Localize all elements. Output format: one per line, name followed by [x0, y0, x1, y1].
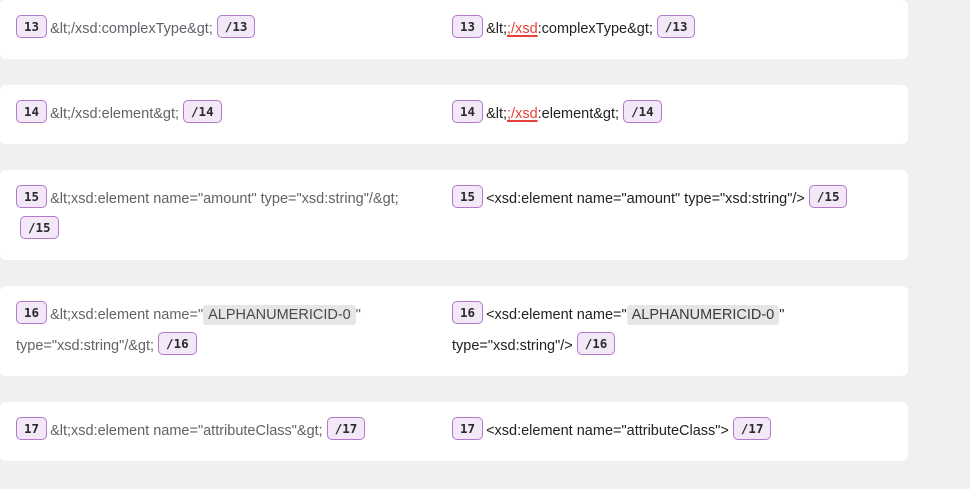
line-number-badge[interactable]: 17 [452, 417, 484, 440]
code-line: &lt;;/xsd:complexType&gt; [486, 21, 653, 37]
diff-pane-left: 13&lt;/xsd:complexType&gt;/13 [0, 0, 446, 59]
line-marker-badge[interactable]: /17 [732, 417, 772, 440]
code-line: &lt;/xsd:complexType&gt; [50, 21, 213, 37]
line-marker-badge[interactable]: /15 [20, 216, 59, 239]
line-marker-badge[interactable]: /17 [326, 417, 366, 440]
code-line: <xsd:element name="ALPHANUMERICID-0" typ… [452, 305, 784, 354]
deleted-token: ;/xsd [507, 21, 538, 37]
line-marker-badge[interactable]: /16 [576, 332, 616, 355]
code-text-segment: :complexType&gt; [537, 21, 653, 37]
line-marker-badge[interactable]: /13 [656, 15, 696, 38]
diff-pane-left: 16&lt;xsd:element name="ALPHANUMERICID-0… [0, 286, 446, 376]
code-text-segment: &lt;xsd:element name="attributeClass"&gt… [50, 423, 323, 439]
diff-pane-right: 16<xsd:element name="ALPHANUMERICID-0" t… [446, 286, 908, 376]
diff-pane-left: 15&lt;xsd:element name="amount" type="xs… [0, 170, 446, 260]
code-text-segment: " type="xsd:string"/> [452, 307, 785, 354]
code-text-segment: &lt; [486, 106, 508, 122]
code-text-segment: &lt; [486, 21, 508, 37]
line-marker-badge[interactable]: /13 [216, 15, 256, 38]
diff-row[interactable]: 15&lt;xsd:element name="amount" type="xs… [0, 170, 908, 260]
code-line: &lt;xsd:element name="amount" type="xsd:… [50, 191, 399, 207]
diff-pane-left: 14&lt;/xsd:element&gt;/14 [0, 85, 446, 144]
code-line: &lt;xsd:element name="ALPHANUMERICID-0" … [16, 305, 361, 354]
line-number-badge[interactable]: 14 [452, 100, 484, 123]
code-text-segment: <xsd:element name=" [486, 307, 627, 323]
deleted-token: ;/xsd [507, 106, 538, 122]
diff-row[interactable]: 17&lt;xsd:element name="attributeClass"&… [0, 402, 908, 461]
code-line: <xsd:element name="amount" type="xsd:str… [486, 191, 805, 207]
line-number-badge[interactable]: 14 [16, 100, 48, 123]
line-number-badge[interactable]: 15 [16, 185, 48, 208]
code-line: &lt;xsd:element name="attributeClass"&gt… [50, 423, 323, 439]
code-line: &lt;;/xsd:element&gt; [486, 106, 619, 122]
code-text-segment: &lt;xsd:element name="amount" type="xsd:… [50, 191, 399, 207]
code-text-segment: " type="xsd:string"/&gt; [16, 307, 361, 354]
line-marker-badge[interactable]: /15 [808, 185, 848, 208]
placeholder-token: ALPHANUMERICID-0 [626, 305, 780, 325]
diff-pane-right: 14&lt;;/xsd:element&gt;/14 [446, 85, 908, 144]
line-marker-badge[interactable]: /16 [158, 332, 197, 355]
code-text-segment: <xsd:element name="attributeClass"> [486, 423, 729, 439]
code-text-segment: &lt;xsd:element name=" [50, 307, 204, 323]
code-text-segment: &lt;/xsd:complexType&gt; [50, 21, 213, 37]
diff-pane-right: 15<xsd:element name="amount" type="xsd:s… [446, 170, 908, 229]
placeholder-token: ALPHANUMERICID-0 [203, 305, 356, 325]
line-number-badge[interactable]: 13 [16, 15, 48, 38]
line-number-badge[interactable]: 17 [16, 417, 48, 440]
line-number-badge[interactable]: 15 [452, 185, 484, 208]
code-text-segment: :element&gt; [537, 106, 620, 122]
line-number-badge[interactable]: 13 [452, 15, 484, 38]
line-number-badge[interactable]: 16 [16, 301, 48, 324]
code-text-segment: &lt;/xsd:element&gt; [50, 106, 180, 122]
line-marker-badge[interactable]: /14 [623, 100, 662, 123]
code-line: &lt;/xsd:element&gt; [50, 106, 179, 122]
diff-pane-right: 13&lt;;/xsd:complexType&gt;/13 [446, 0, 908, 59]
diff-pane-right: 17<xsd:element name="attributeClass">/17 [446, 402, 908, 461]
code-text-segment: <xsd:element name="amount" type="xsd:str… [486, 191, 805, 207]
line-number-badge[interactable]: 16 [452, 301, 484, 324]
line-marker-badge[interactable]: /14 [183, 100, 222, 123]
code-line: <xsd:element name="attributeClass"> [486, 423, 729, 439]
diff-pane-left: 17&lt;xsd:element name="attributeClass"&… [0, 402, 446, 461]
diff-row[interactable]: 16&lt;xsd:element name="ALPHANUMERICID-0… [0, 286, 908, 376]
